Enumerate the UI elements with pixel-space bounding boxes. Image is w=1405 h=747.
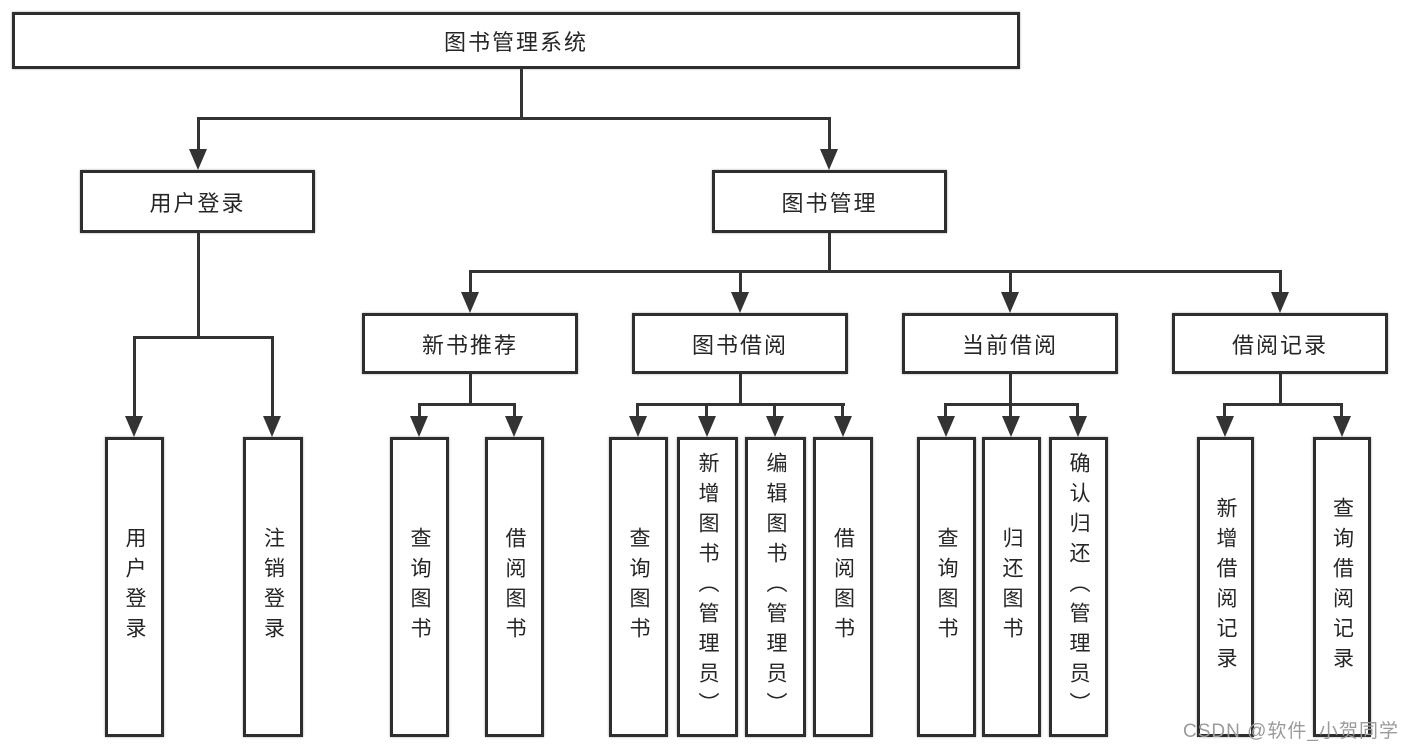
- node-book-borrowing: 图书借阅: [632, 313, 848, 374]
- connector-line: [1009, 403, 1012, 418]
- connector-line: [197, 232, 200, 339]
- arrow-down-icon: [189, 149, 207, 170]
- node-label: 查询借阅记录: [1330, 497, 1354, 677]
- node-user-login: 用户登录: [80, 170, 315, 233]
- arrow-down-icon: [1001, 292, 1019, 313]
- connector-line: [1009, 270, 1012, 293]
- connector-line: [1224, 403, 1343, 406]
- connector-line: [828, 233, 831, 273]
- leaf-borrow-books-borrowing: 借阅图书: [813, 437, 873, 737]
- node-new-book-recommendation: 新书推荐: [362, 313, 578, 374]
- connector-line: [1279, 270, 1282, 293]
- connector-line: [271, 336, 274, 417]
- node-label: 当前借阅: [961, 332, 1058, 358]
- connector-line: [739, 372, 742, 406]
- arrow-down-icon: [1069, 416, 1087, 437]
- arrow-down-icon: [1002, 416, 1020, 437]
- node-label: 新书推荐: [421, 332, 518, 358]
- node-book-management: 图书管理: [712, 170, 947, 233]
- node-library-management-system: 图书管理系统: [12, 12, 1020, 69]
- node-label: 编辑图书（管理员）: [764, 452, 787, 722]
- leaf-borrow-books-recommend: 借阅图书: [485, 437, 544, 737]
- arrow-down-icon: [937, 416, 955, 437]
- arrow-down-icon: [1333, 416, 1351, 437]
- connector-line: [197, 117, 831, 120]
- leaf-add-books-admin: 新增图书（管理员）: [677, 437, 738, 737]
- connector-line: [520, 68, 523, 120]
- connector-line: [469, 270, 472, 293]
- node-label: 查询图书: [627, 527, 650, 647]
- csdn-watermark: CSDN @软件_小贺同学: [1183, 721, 1399, 742]
- arrow-down-icon: [1216, 416, 1234, 437]
- arrow-down-icon: [698, 416, 716, 437]
- connector-line: [133, 336, 274, 339]
- leaf-query-borrow-record: 查询借阅记录: [1313, 437, 1371, 737]
- node-label: 新增图书（管理员）: [696, 452, 719, 722]
- connector-line: [636, 403, 639, 418]
- connector-line: [739, 270, 742, 293]
- node-label: 用户登录: [149, 190, 246, 216]
- arrow-down-icon: [461, 292, 479, 313]
- arrow-down-icon: [410, 416, 428, 437]
- node-label: 新增借阅记录: [1214, 497, 1237, 677]
- connector-line: [828, 117, 831, 151]
- connector-line: [945, 403, 1079, 406]
- leaf-query-books-borrowing: 查询图书: [609, 437, 668, 737]
- connector-line: [469, 270, 1282, 273]
- arrow-down-icon: [629, 416, 647, 437]
- node-label: 借阅记录: [1231, 332, 1328, 358]
- arrow-down-icon: [731, 292, 749, 313]
- connector-line: [1223, 403, 1226, 418]
- node-label: 归还图书: [1000, 527, 1023, 647]
- connector-line: [133, 336, 136, 417]
- connector-line: [418, 403, 421, 418]
- connector-line: [418, 403, 516, 406]
- node-label: 借阅图书: [831, 527, 855, 647]
- leaf-add-borrow-record: 新增借阅记录: [1197, 437, 1254, 737]
- arrow-down-icon: [263, 416, 281, 437]
- connector-line: [705, 403, 708, 418]
- connector-line: [773, 403, 776, 418]
- arrow-down-icon: [834, 416, 852, 437]
- arrow-down-icon: [505, 416, 523, 437]
- node-label: 注销登录: [261, 527, 285, 647]
- leaf-query-books-current: 查询图书: [917, 437, 976, 737]
- node-borrowing-records: 借阅记录: [1172, 313, 1388, 374]
- leaf-edit-books-admin: 编辑图书（管理员）: [745, 437, 806, 737]
- leaf-user-login: 用户登录: [105, 437, 164, 737]
- leaf-logout-login: 注销登录: [243, 437, 303, 737]
- connector-line: [841, 403, 844, 418]
- connector-line: [637, 403, 845, 406]
- connector-line: [1009, 372, 1012, 406]
- arrow-down-icon: [820, 149, 838, 170]
- node-current-borrowing: 当前借阅: [902, 313, 1118, 374]
- node-label: 图书借阅: [691, 332, 788, 358]
- leaf-return-books: 归还图书: [982, 437, 1041, 737]
- connector-line: [469, 372, 472, 406]
- connector-line: [944, 403, 947, 418]
- connector-line: [513, 403, 516, 418]
- node-label: 借阅图书: [503, 527, 526, 647]
- connector-line: [1279, 372, 1282, 406]
- node-label: 图书管理系统: [443, 29, 588, 55]
- node-label: 查询图书: [935, 527, 958, 647]
- connector-line: [1076, 403, 1079, 418]
- arrow-down-icon: [125, 416, 143, 437]
- arrow-down-icon: [1271, 292, 1289, 313]
- node-label: 图书管理: [781, 190, 878, 216]
- node-label: 查询图书: [408, 527, 431, 647]
- arrow-down-icon: [766, 416, 784, 437]
- node-label: 用户登录: [123, 527, 146, 647]
- node-label: 确认归还（管理员）: [1067, 452, 1090, 722]
- leaf-query-books-recommend: 查询图书: [390, 437, 449, 737]
- connector-line: [1340, 403, 1343, 418]
- connector-line: [197, 117, 200, 151]
- leaf-confirm-return-admin: 确认归还（管理员）: [1049, 437, 1108, 737]
